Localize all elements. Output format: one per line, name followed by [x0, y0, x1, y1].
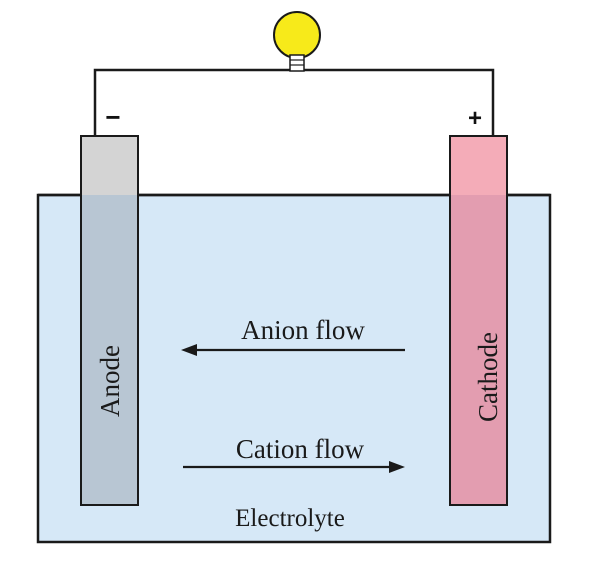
bulb-glass: [273, 11, 321, 59]
cathode-top: [450, 136, 507, 195]
light-bulb-icon: [273, 11, 321, 72]
cathode-label: Cathode: [473, 332, 503, 422]
anion-flow-label: Anion flow: [241, 315, 365, 345]
cathode-submerged: [450, 195, 507, 505]
anion-flow-arrow: [181, 344, 405, 356]
anode-outline: [80, 135, 139, 506]
cation-flow-arrow: [183, 461, 405, 473]
cathode-outline: [449, 135, 508, 506]
cathode-electrode: [449, 135, 508, 506]
anode-submerged: [81, 195, 138, 505]
cation-flow-label: Cation flow: [236, 434, 365, 464]
positive-terminal-sign: +: [468, 105, 482, 132]
bulb-base: [289, 54, 305, 72]
electrolyte-label: Electrolyte: [235, 505, 345, 532]
anode-top: [81, 136, 138, 195]
circuit-wire: [93, 68, 495, 136]
negative-terminal-sign: −: [105, 102, 120, 132]
anode-electrode: [80, 135, 139, 506]
anode-label: Anode: [95, 345, 125, 417]
